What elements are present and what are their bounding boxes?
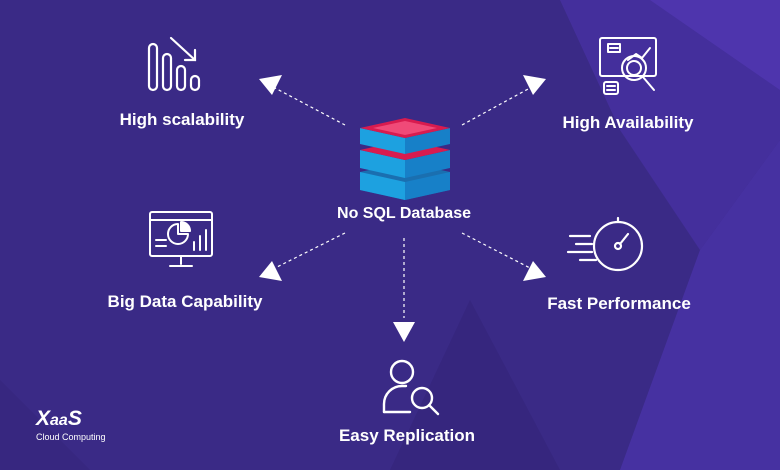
arrowhead-fast-performance [523,261,546,281]
arrow-to-big-data [274,232,346,269]
xaas-logo: XaaS Cloud Computing [36,407,106,443]
speedometer-icon [566,216,644,272]
arrow-to-high-availability [461,87,531,126]
big-data-monitor-icon [149,211,213,267]
availability-magnifier-icon [599,37,657,95]
logo-mark: XaaS [36,407,82,430]
arrow-to-high-scalability [274,87,346,126]
feature-label-high-availability: High Availability [562,113,694,132]
scalability-bars-icon [147,36,201,92]
feature-label-fast-performance: Fast Performance [547,294,691,313]
feature-label-easy-replication: Easy Replication [338,426,476,445]
user-search-icon [382,359,440,416]
arrowhead-high-scalability [259,75,282,95]
database-stack-icon [360,118,450,200]
logo-subtitle: Cloud Computing [36,432,106,442]
arrowhead-big-data [259,261,282,281]
feature-label-high-scalability: High scalability [119,110,245,129]
arrowhead-easy-replication [393,322,415,342]
center-label: No SQL Database [337,205,471,222]
feature-label-big-data-capability: Big Data Capability [107,292,263,311]
arrow-to-fast-performance [461,232,531,269]
arrowhead-high-availability [523,75,546,95]
